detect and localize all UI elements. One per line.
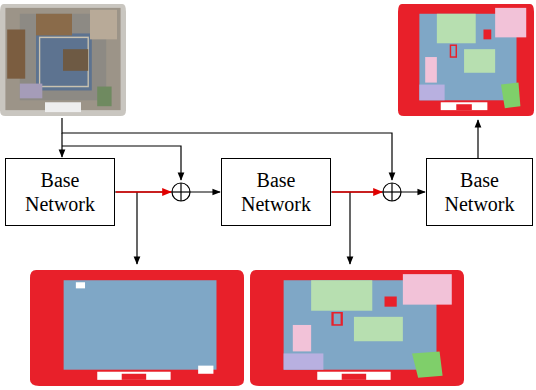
- adder-symbol: [116, 183, 190, 201]
- box-label: Base Network: [433, 168, 526, 216]
- process-box: Base Network: [5, 158, 115, 226]
- process-box: Base Network: [221, 158, 331, 226]
- input-point-cloud: [0, 4, 126, 116]
- stage1-segmentation: [30, 270, 244, 386]
- stage2-segmentation: [250, 270, 464, 386]
- wires: [62, 118, 478, 264]
- adder-symbol: [332, 183, 401, 201]
- output-segmentation: [398, 4, 534, 116]
- process-box: Base Network: [426, 158, 533, 226]
- connector: [115, 191, 220, 192]
- box-label: Base Network: [228, 168, 324, 216]
- connector: [331, 191, 425, 192]
- box-label: Base Network: [12, 168, 108, 216]
